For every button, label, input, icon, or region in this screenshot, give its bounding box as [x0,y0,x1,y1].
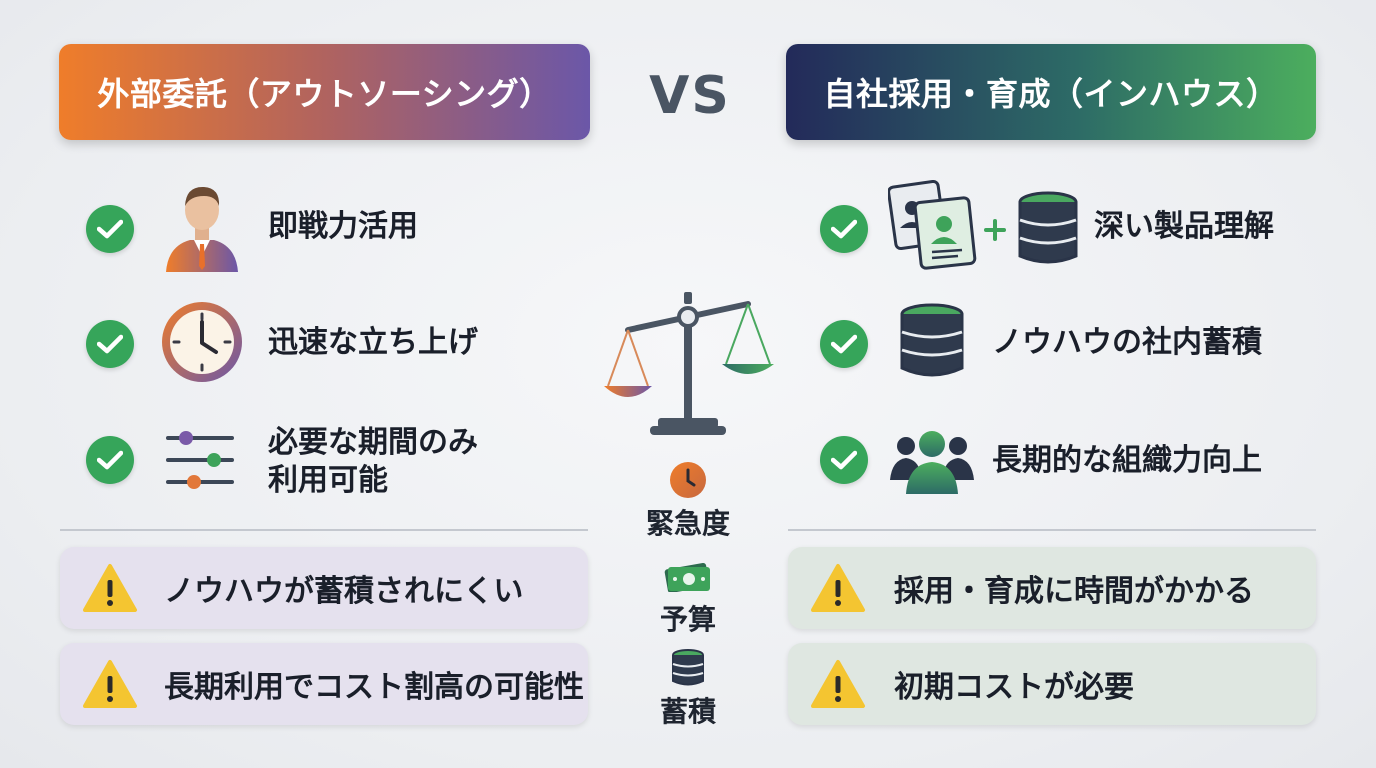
sliders-icon [162,426,238,498]
feature-label: 長期的な組織力向上 [992,443,1262,478]
warning-icon [83,564,137,612]
warning-text: 長期利用でコスト割高の可能性 [164,670,584,705]
check-icon [86,205,134,253]
warning-text: ノウハウが蓄積されにくい [164,574,524,609]
right-divider [788,529,1316,531]
criteria-label: 蓄積 [659,695,716,728]
check-icon [820,436,868,484]
money-icon [664,558,712,596]
criteria-label: 予算 [659,603,716,636]
clock-icon [160,300,244,388]
warning-card: 採用・育成に時間がかかる [788,547,1316,629]
left-divider [60,529,588,531]
team-icon [890,428,974,500]
vs-label: VS [649,66,731,126]
check-icon [86,436,134,484]
database-icon [898,302,966,386]
warning-icon [811,564,865,612]
check-icon [820,320,868,368]
warning-card: ノウハウが蓄積されにくい [60,547,588,629]
outsourcing-title: 外部委託（アウトソーシング） [97,75,552,113]
id-cards-plus-database-icon [887,179,1084,276]
feature-label-line1: 必要な期間のみ [268,425,478,460]
criteria-label: 緊急度 [645,507,730,540]
feature-label-multiline: 必要な期間のみ 利用可能 [268,424,478,500]
outsourcing-header: 外部委託（アウトソーシング） [59,44,590,140]
balance-scale-icon [598,290,778,444]
warning-card: 初期コストが必要 [788,643,1316,725]
check-icon [86,320,134,368]
clock-icon [669,461,707,503]
warning-text: 初期コストが必要 [894,670,1134,705]
feature-label-line2: 利用可能 [268,463,388,498]
warning-card: 長期利用でコスト割高の可能性 [60,643,588,725]
businessman-icon [160,180,244,276]
feature-label: 迅速な立ち上げ [268,325,478,360]
inhouse-title: 自社採用・育成（インハウス） [823,75,1279,113]
check-icon [820,205,868,253]
warning-icon [811,660,865,708]
inhouse-header: 自社採用・育成（インハウス） [786,44,1316,140]
feature-label: 即戦力活用 [268,209,418,244]
warning-text: 採用・育成に時間がかかる [894,574,1254,609]
feature-label: ノウハウの社内蓄積 [992,325,1262,360]
feature-label: 深い製品理解 [1094,209,1274,244]
database-icon [670,648,706,692]
warning-icon [83,660,137,708]
